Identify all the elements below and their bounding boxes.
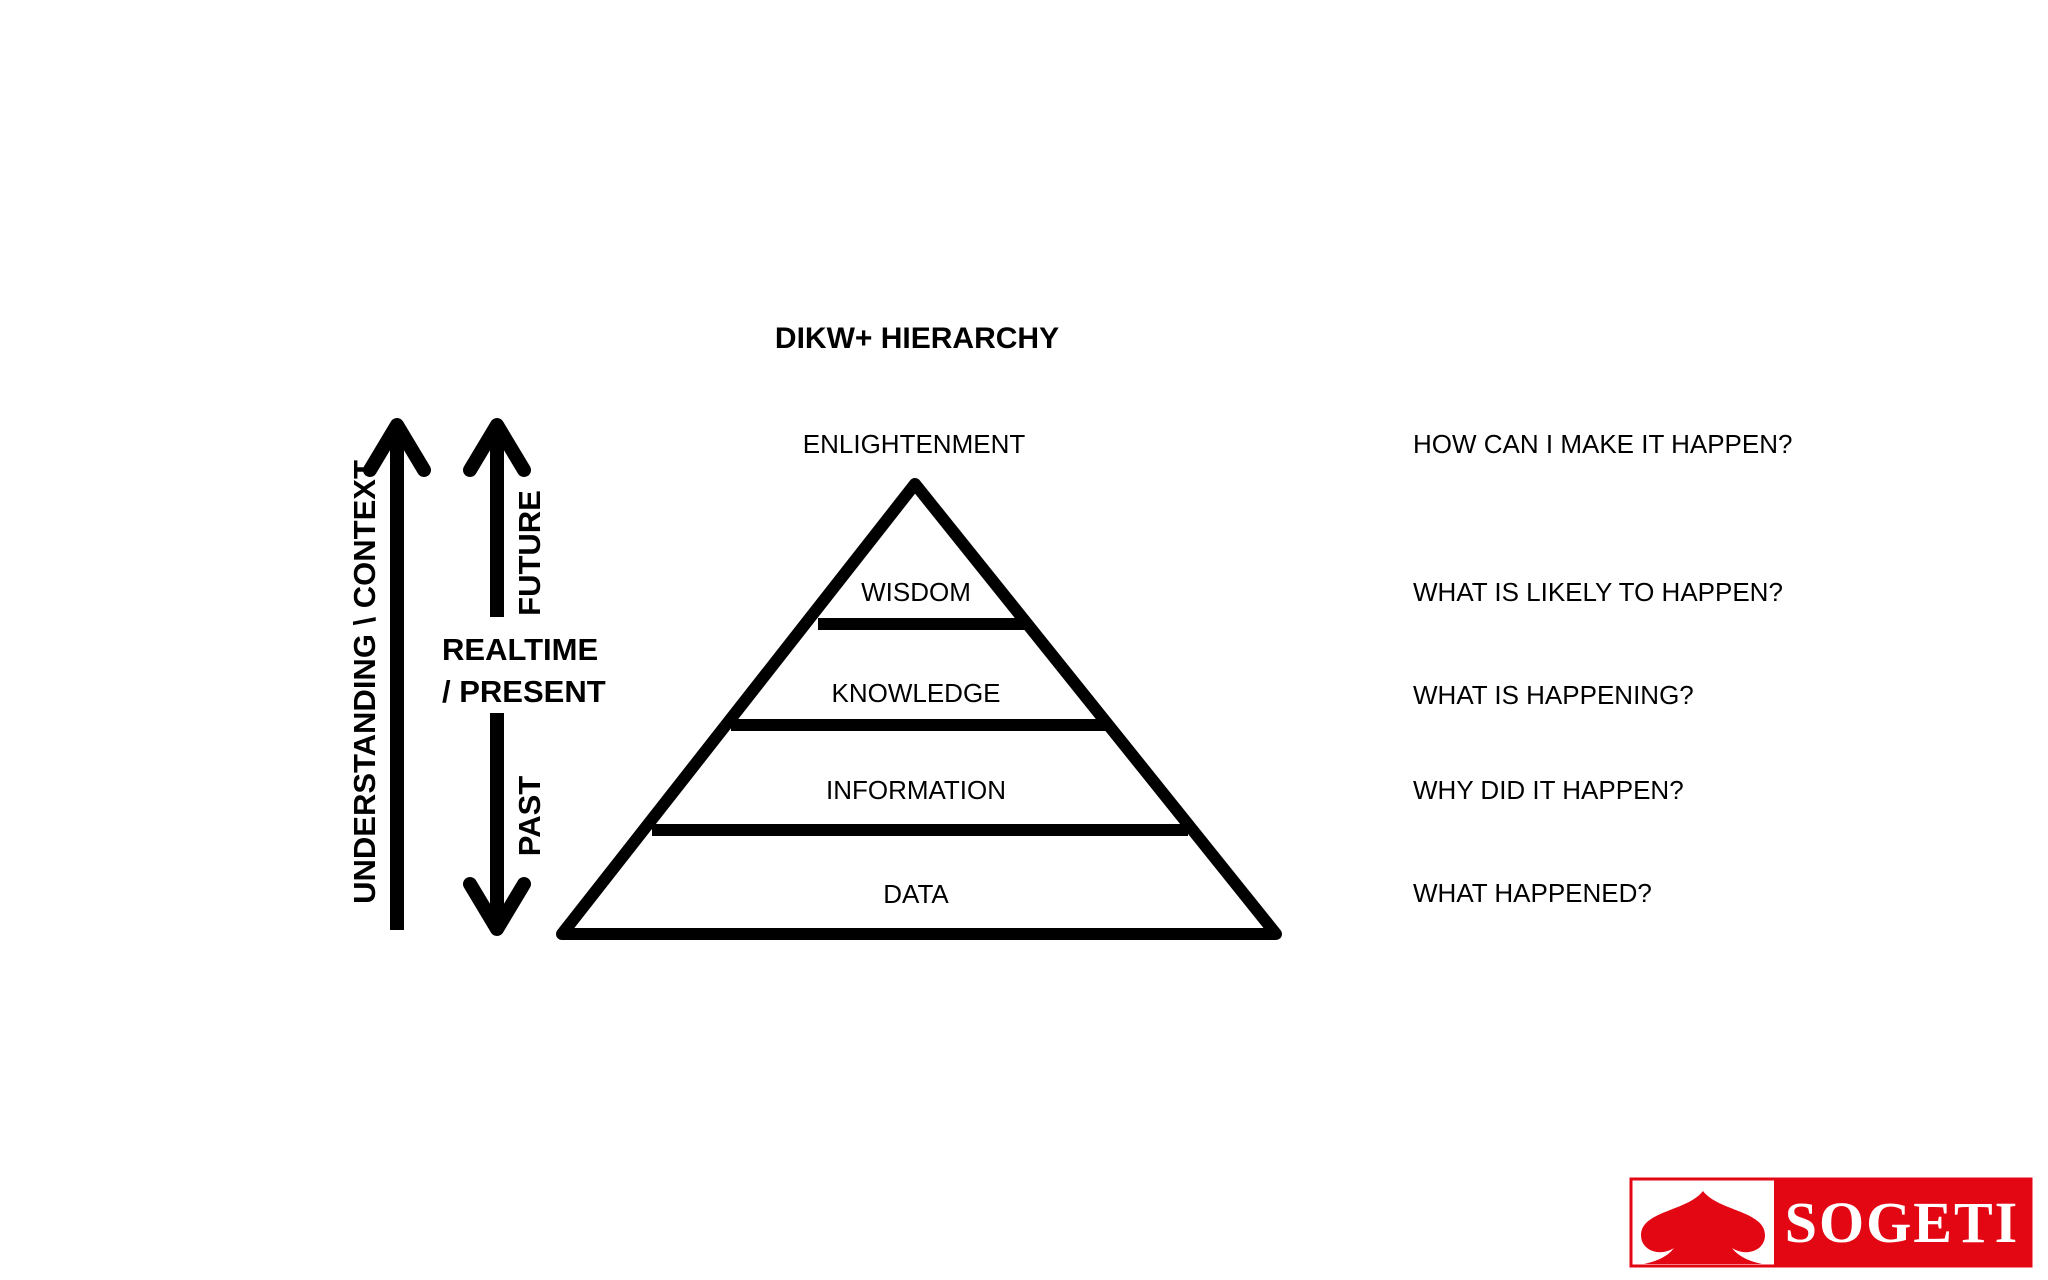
question-information: WHY DID IT HAPPEN? [1413,775,1684,805]
understanding-arrow [363,418,431,930]
pyramid-outline [556,478,1282,940]
past-arrow [463,713,531,936]
past-label: PAST [512,776,547,856]
level-label-information: INFORMATION [826,775,1006,805]
apex-label: ENLIGHTENMENT [803,429,1026,459]
level-label-data: DATA [883,879,949,909]
logo-text: SOGETI [1785,1190,2019,1255]
present-label-line1: REALTIME [442,632,598,667]
pyramid [556,478,1282,940]
level-label-knowledge: KNOWLEDGE [831,678,1000,708]
logo-band [1774,1179,2031,1266]
sogeti-logo: SOGETI [1629,1177,2033,1268]
future-label: FUTURE [512,490,547,616]
diagram-title: DIKW+ HIERARCHY [775,322,1059,355]
question-apex: HOW CAN I MAKE IT HAPPEN? [1413,429,1792,459]
question-knowledge: WHAT IS HAPPENING? [1413,680,1694,710]
future-arrow [463,418,531,617]
spade-icon [1641,1191,1765,1264]
understanding-context-label: UNDERSTANDING \ CONTEXT [347,460,382,904]
level-label-wisdom: WISDOM [861,577,971,607]
question-data: WHAT HAPPENED? [1413,878,1652,908]
present-label-line2: / PRESENT [442,674,606,709]
question-wisdom: WHAT IS LIKELY TO HAPPEN? [1413,577,1783,607]
